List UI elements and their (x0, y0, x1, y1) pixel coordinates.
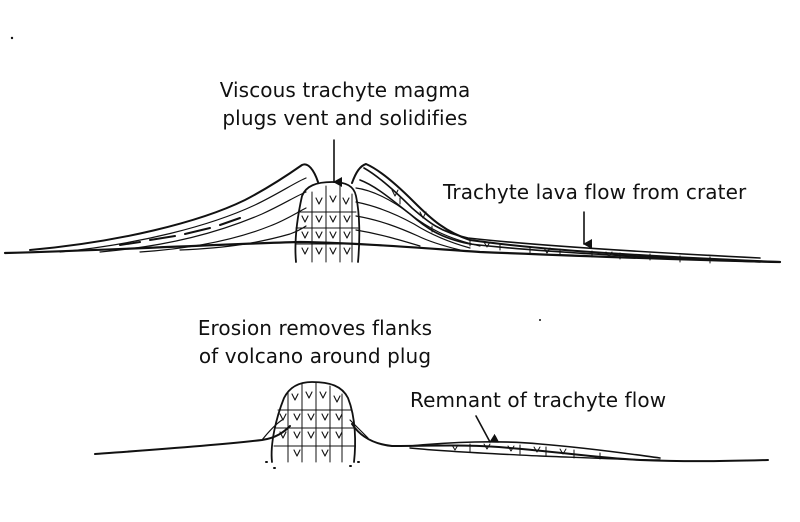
plug-label-line2: plugs vent and solidifies (222, 106, 468, 130)
flow-v-marks (391, 189, 613, 258)
ground-line (3, 240, 782, 264)
lava-flow-label: Trachyte lava flow from crater (443, 180, 747, 204)
neck-outline (270, 381, 357, 463)
strata-left-1 (59, 177, 307, 253)
strata-left-dashed (119, 217, 241, 246)
plug-v-marks (301, 195, 351, 255)
remnant-arrow (475, 415, 500, 443)
specks (10, 36, 541, 321)
plug-label: Viscous trachyte magma plugs vent and so… (190, 76, 500, 132)
eroded-ground-line (94, 423, 769, 463)
cone-outer-right (351, 163, 781, 263)
cone-outer-left (29, 163, 319, 251)
erosion-label: Erosion removes flanks of volcano around… (165, 314, 465, 370)
remnant-flow-bottom (409, 447, 661, 461)
remnant-flow-top (409, 441, 661, 459)
strata-right-4 (355, 229, 421, 247)
erosion-label-line1: Erosion removes flanks (197, 316, 433, 340)
strata-left-2 (99, 191, 307, 253)
volcano-cross-section (3, 139, 782, 264)
strata-right-2 (355, 201, 471, 249)
eroded-volcano-cross-section (94, 381, 769, 469)
strata-right-3 (355, 215, 461, 251)
strata-left-3 (139, 207, 307, 253)
remnant-v-marks (451, 443, 567, 455)
remnant-label: Remnant of trachyte flow (410, 388, 667, 412)
erosion-label-line2: of volcano around plug (198, 344, 432, 368)
lava-flow-top (363, 167, 761, 259)
neck-v-marks (279, 391, 343, 457)
plug-outline (294, 181, 361, 263)
plug-label-line1: Viscous trachyte magma (219, 78, 471, 102)
